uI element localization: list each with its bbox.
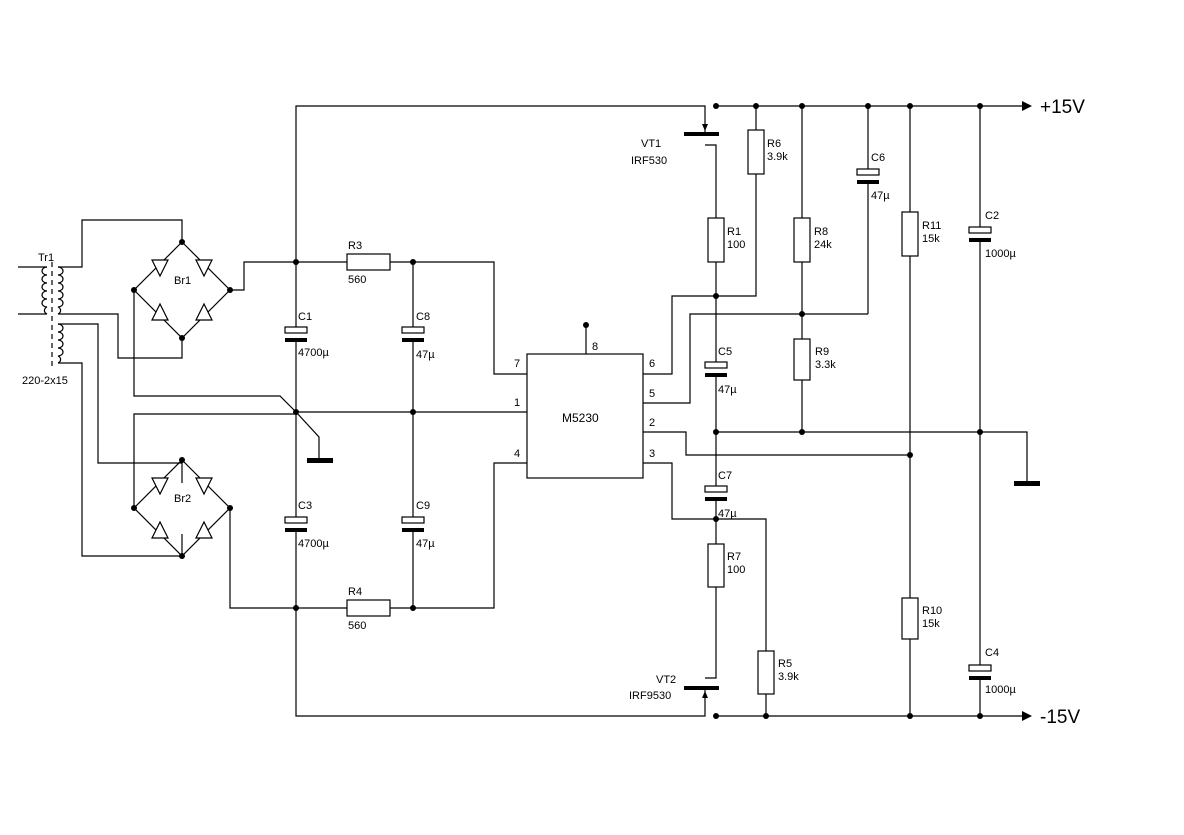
vt1-value: IRF530 (631, 155, 667, 167)
resistor-r4 (346, 599, 391, 617)
c7-value: 47µ (718, 508, 737, 520)
vt2-value: IRF9530 (629, 690, 671, 702)
resistor-r9 (793, 338, 811, 381)
r10-value: 15k (922, 618, 940, 630)
transformer-value: 220-2x15 (22, 375, 68, 387)
rail-label-positive: +15V (1040, 97, 1085, 118)
c5-ref: C5 (718, 346, 732, 358)
resistor-r1 (707, 217, 725, 263)
r7-ref: R7 (727, 551, 741, 563)
r4-value: 560 (348, 620, 366, 632)
r3-value: 560 (348, 274, 366, 286)
r7-value: 100 (727, 564, 745, 576)
transformer-ref: Tr1 (38, 252, 54, 264)
resistor-r10 (901, 597, 919, 640)
r10-ref: R10 (922, 605, 942, 617)
c9-ref: C9 (416, 500, 430, 512)
r5-ref: R5 (778, 658, 792, 670)
transformer-tr1 (41, 262, 64, 370)
vt1-ref: VT1 (641, 138, 661, 150)
r1-ref: R1 (727, 226, 741, 238)
transistor-vt2 (684, 686, 719, 700)
resistor-r11 (901, 211, 919, 257)
capacitor-c9 (401, 516, 425, 532)
ic-pin-4: 4 (514, 448, 520, 460)
bridge-br1-diodes (151, 259, 213, 321)
ic-pin-3: 3 (649, 448, 655, 460)
capacitor-c4 (968, 664, 992, 680)
capacitor-c7 (704, 485, 728, 501)
vt2-ref: VT2 (656, 674, 676, 686)
r1-value: 100 (727, 239, 745, 251)
c8-ref: C8 (416, 311, 430, 323)
r4-ref: R4 (348, 586, 362, 598)
r11-ref: R11 (922, 220, 941, 232)
ic-pin-5: 5 (649, 388, 655, 400)
r5-value: 3.9k (778, 671, 799, 683)
r6-value: 3.9k (767, 151, 788, 163)
c3-value: 4700µ (298, 538, 329, 550)
c2-ref: C2 (985, 210, 999, 222)
c1-value: 4700µ (298, 347, 329, 359)
ic-m5230 (526, 353, 644, 479)
transistor-vt1 (684, 122, 719, 136)
c6-value: 47µ (871, 190, 890, 202)
bridge-br1-ref: Br1 (174, 275, 191, 287)
resistor-r8 (793, 217, 811, 263)
resistor-r3 (346, 253, 391, 271)
c8-value: 47µ (416, 349, 435, 361)
r3-ref: R3 (348, 240, 362, 252)
c5-value: 47µ (718, 384, 737, 396)
resistor-r6 (747, 129, 765, 175)
ic-pin-6: 6 (649, 358, 655, 370)
capacitor-c8 (401, 326, 425, 342)
bridge-br2-diodes (151, 477, 213, 539)
rail-label-negative: -15V (1040, 707, 1080, 728)
c7-ref: C7 (718, 470, 732, 482)
r6-ref: R6 (767, 138, 781, 150)
c9-value: 47µ (416, 538, 435, 550)
junction-dots (131, 103, 983, 719)
capacitor-c5 (704, 361, 728, 377)
c4-value: 1000µ (985, 684, 1016, 696)
r11-value: 15k (922, 233, 940, 245)
capacitor-c3 (284, 516, 308, 532)
c1-ref: C1 (298, 311, 312, 323)
ic-pin-7: 7 (514, 358, 520, 370)
capacitor-c6 (856, 168, 880, 184)
c2-value: 1000µ (985, 248, 1016, 260)
rail-arrow-positive (1022, 101, 1032, 111)
resistor-r7 (707, 543, 725, 588)
r8-ref: R8 (814, 226, 828, 238)
ic-ref: M5230 (562, 411, 599, 425)
c3-ref: C3 (298, 500, 312, 512)
bridge-br2-ref: Br2 (174, 493, 191, 505)
ic-pin-2: 2 (649, 417, 655, 429)
c6-ref: C6 (871, 152, 885, 164)
r8-value: 24k (814, 239, 832, 251)
capacitor-c2 (968, 226, 992, 242)
c4-ref: C4 (985, 647, 999, 659)
resistor-r5 (757, 650, 775, 695)
r9-value: 3.3k (815, 359, 836, 371)
capacitor-c1 (284, 326, 308, 342)
ic-pin-1: 1 (514, 397, 520, 409)
ground-symbol-right (1014, 481, 1040, 486)
r9-ref: R9 (815, 346, 829, 358)
ic-pin-8: 8 (592, 341, 598, 353)
ground-symbol-left (307, 458, 333, 463)
rail-arrow-negative (1022, 711, 1032, 721)
